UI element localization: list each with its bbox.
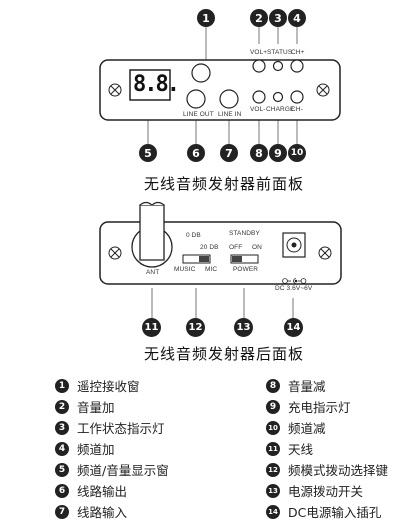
label-ch-minus: CH- bbox=[291, 106, 303, 113]
callout-8: 8 bbox=[250, 144, 268, 162]
ch-plus-button bbox=[290, 59, 304, 73]
label-line-out: LINE OUT bbox=[183, 111, 214, 118]
callout-10: 10 bbox=[288, 144, 306, 162]
screw-left bbox=[108, 83, 122, 97]
callout-4: 4 bbox=[288, 9, 306, 27]
label-off: OFF bbox=[229, 244, 243, 251]
callout-11: 11 bbox=[142, 318, 161, 337]
label-on: ON bbox=[252, 244, 262, 251]
ir-receiver bbox=[191, 63, 211, 83]
back-panel-caption: 无线音频发射器后面板 bbox=[144, 345, 305, 363]
charge-led bbox=[272, 91, 284, 103]
line-in-jack bbox=[219, 89, 239, 109]
vol-plus-button bbox=[252, 59, 266, 73]
callout-5: 5 bbox=[139, 144, 157, 162]
front-panel-diagram bbox=[99, 27, 341, 144]
label-0db: 0 DB bbox=[186, 232, 201, 239]
segment-display: 8.8. bbox=[133, 72, 180, 97]
label-status: STATUS bbox=[267, 49, 293, 56]
callout-13: 13 bbox=[234, 318, 253, 337]
label-music: MUSIC bbox=[174, 266, 196, 273]
label-standby: STANDBY bbox=[229, 230, 260, 237]
power-switch bbox=[230, 254, 259, 264]
display-window bbox=[129, 69, 171, 101]
callout-1: 1 bbox=[197, 9, 215, 27]
label-20db: 20 DB bbox=[200, 244, 219, 251]
callout-2: 2 bbox=[250, 9, 268, 27]
callout-14: 14 bbox=[284, 318, 303, 337]
callout-9: 9 bbox=[269, 144, 287, 162]
vol-minus-button bbox=[252, 90, 266, 104]
label-dc: DC 3.6V~6V bbox=[275, 285, 313, 292]
line-out-jack bbox=[186, 89, 206, 109]
callout-3: 3 bbox=[269, 9, 287, 27]
label-charge: CHARGE bbox=[266, 106, 295, 113]
mode-switch bbox=[182, 254, 211, 264]
polarity-symbol bbox=[282, 278, 307, 284]
label-vol-minus: VOL- bbox=[250, 106, 266, 113]
label-line-in: LINE IN bbox=[218, 111, 242, 118]
callout-7: 7 bbox=[220, 144, 238, 162]
front-panel-caption: 无线音频发射器前面板 bbox=[144, 175, 305, 193]
label-vol-plus: VOL+ bbox=[250, 49, 268, 56]
screw-right bbox=[316, 83, 330, 97]
callout-6: 6 bbox=[187, 144, 205, 162]
back-panel-diagram bbox=[99, 201, 342, 318]
label-ant: ANT bbox=[146, 269, 160, 276]
antenna bbox=[139, 204, 165, 261]
label-ch-plus: CH+ bbox=[291, 49, 305, 56]
label-mic: MIC bbox=[205, 266, 218, 273]
ch-minus-button bbox=[290, 90, 304, 104]
status-led bbox=[272, 60, 284, 72]
label-power: POWER bbox=[233, 266, 259, 273]
callout-12: 12 bbox=[186, 318, 205, 337]
